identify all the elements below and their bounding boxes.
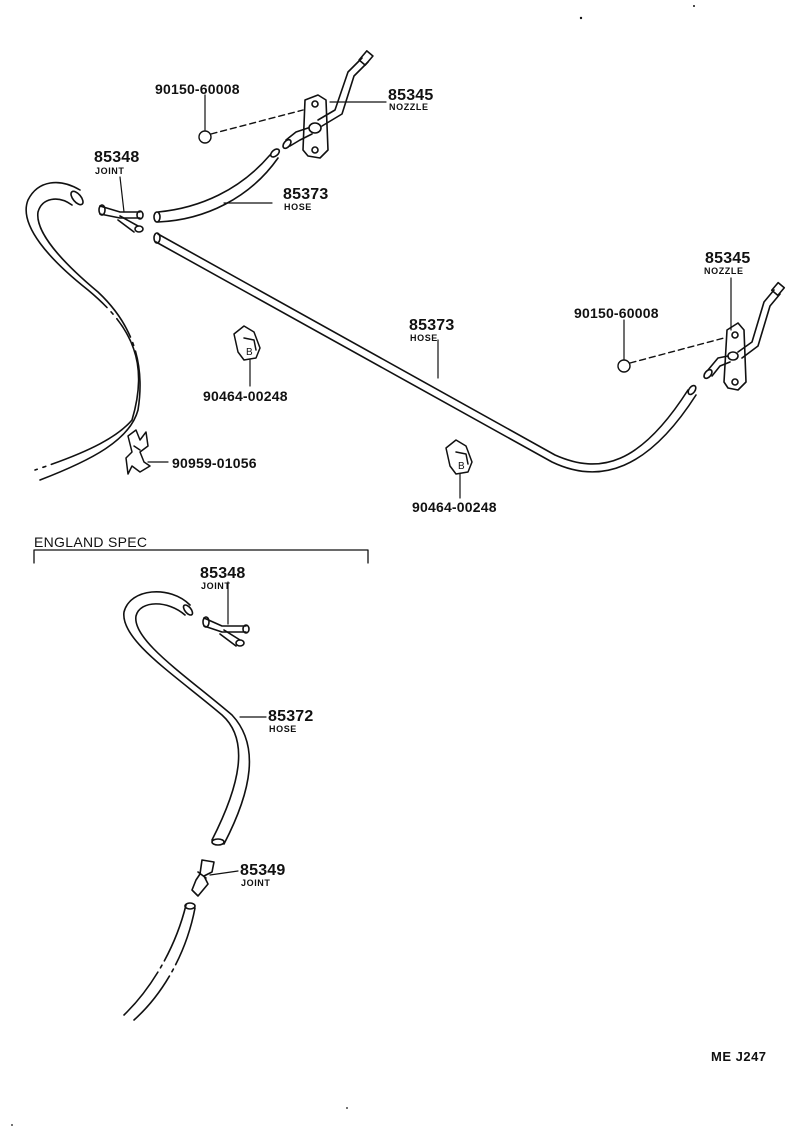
hose-long-name: HOSE [410, 333, 438, 343]
joint-england-part-number: 85348 [200, 565, 246, 582]
nozzle-right [703, 281, 786, 391]
clamp [125, 429, 151, 475]
nozzle-upper [282, 50, 374, 159]
hose-england-part-number: 85372 [268, 708, 314, 725]
main-washer-hose [25, 181, 141, 481]
nozzle-right-part-number: 85345 [705, 250, 751, 267]
hose-england-lower [123, 902, 196, 1021]
england-spec-label: ENGLAND SPEC [34, 534, 148, 550]
hose-england [123, 591, 251, 846]
joint-england-name: JOINT [201, 581, 231, 591]
plug-right-part-number: 90150-60008 [574, 305, 659, 321]
diagram-code: ME J247 [711, 1049, 767, 1064]
svg-text:B: B [458, 461, 465, 472]
plug-right [617, 337, 725, 373]
clip-a: B [233, 325, 261, 361]
joint-upper-name: JOINT [95, 166, 125, 176]
england-spec-bracket [33, 549, 369, 564]
plug-upper-part-number: 90150-60008 [155, 81, 240, 97]
joint-upper [98, 204, 144, 233]
clamp-part-number: 90959-01056 [172, 455, 257, 471]
nozzle-upper-name: NOZZLE [389, 102, 429, 112]
nozzle-right-name: NOZZLE [704, 266, 744, 276]
hose-short-part-number: 85373 [283, 186, 329, 203]
joint-upper-part-number: 85348 [94, 149, 140, 166]
clip-b: B [445, 439, 473, 475]
hose-england-name: HOSE [269, 724, 297, 734]
hose-long-part-number: 85373 [409, 317, 455, 334]
svg-text:B: B [246, 347, 253, 358]
joint-england-lower [191, 859, 215, 897]
joint-england-lower-part-number: 85349 [240, 862, 286, 879]
plug-upper [198, 109, 304, 144]
joint-england [202, 616, 250, 647]
nozzle-upper-part-number: 85345 [388, 87, 434, 104]
scan-specks [11, 5, 695, 1126]
hose-long [153, 232, 697, 473]
leader-lines [119, 94, 732, 876]
hose-short-name: HOSE [284, 202, 312, 212]
joint-england-lower-name: JOINT [241, 878, 271, 888]
clip-a-part-number: 90464-00248 [203, 388, 288, 404]
clip-b-part-number: 90464-00248 [412, 499, 497, 515]
hose-short [153, 148, 281, 223]
